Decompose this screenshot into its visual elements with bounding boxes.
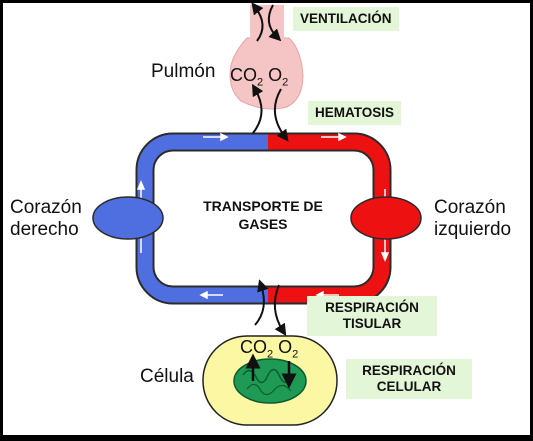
cell-gas-formula: CO2 O2 <box>240 337 298 365</box>
diagram-graphics <box>92 3 422 426</box>
lung-gas-formula: CO2 O2 <box>230 65 288 93</box>
pulmon-label: Pulmón <box>151 61 216 82</box>
ventilation-arrows <box>251 3 282 42</box>
transporte-gases-label: TRANSPORTE DE GASES <box>203 198 323 232</box>
cell-co2: CO2 <box>240 337 274 361</box>
lung-co2: CO2 <box>230 65 264 89</box>
cell-o2: O2 <box>278 337 299 361</box>
respiracion-celular-label: RESPIRACIÓN CELULAR <box>346 359 472 399</box>
cellular-respiration-arrows <box>245 353 297 389</box>
left-heart <box>350 196 422 240</box>
hematosis-arrows <box>251 83 289 142</box>
ventilacion-label: VENTILACIÓN <box>293 7 399 31</box>
right-heart <box>92 196 164 240</box>
tissue-respiration-arrows <box>254 279 287 337</box>
respiracion-tisular-label: RESPIRACIÓN TISULAR <box>307 296 437 336</box>
mitochondria <box>233 358 307 404</box>
corazon-izquierdo-label: Corazón izquierdo <box>434 197 512 240</box>
gas-exchange-diagram: VENTILACIÓN HEMATOSIS RESPIRACIÓN TISULA… <box>3 3 530 435</box>
corazon-derecho-label: Corazón derecho <box>10 197 82 240</box>
lung-o2: O2 <box>268 65 289 89</box>
hematosis-label: HEMATOSIS <box>308 101 402 125</box>
flow-arrows <box>136 132 390 300</box>
celula-label: Célula <box>140 366 194 387</box>
